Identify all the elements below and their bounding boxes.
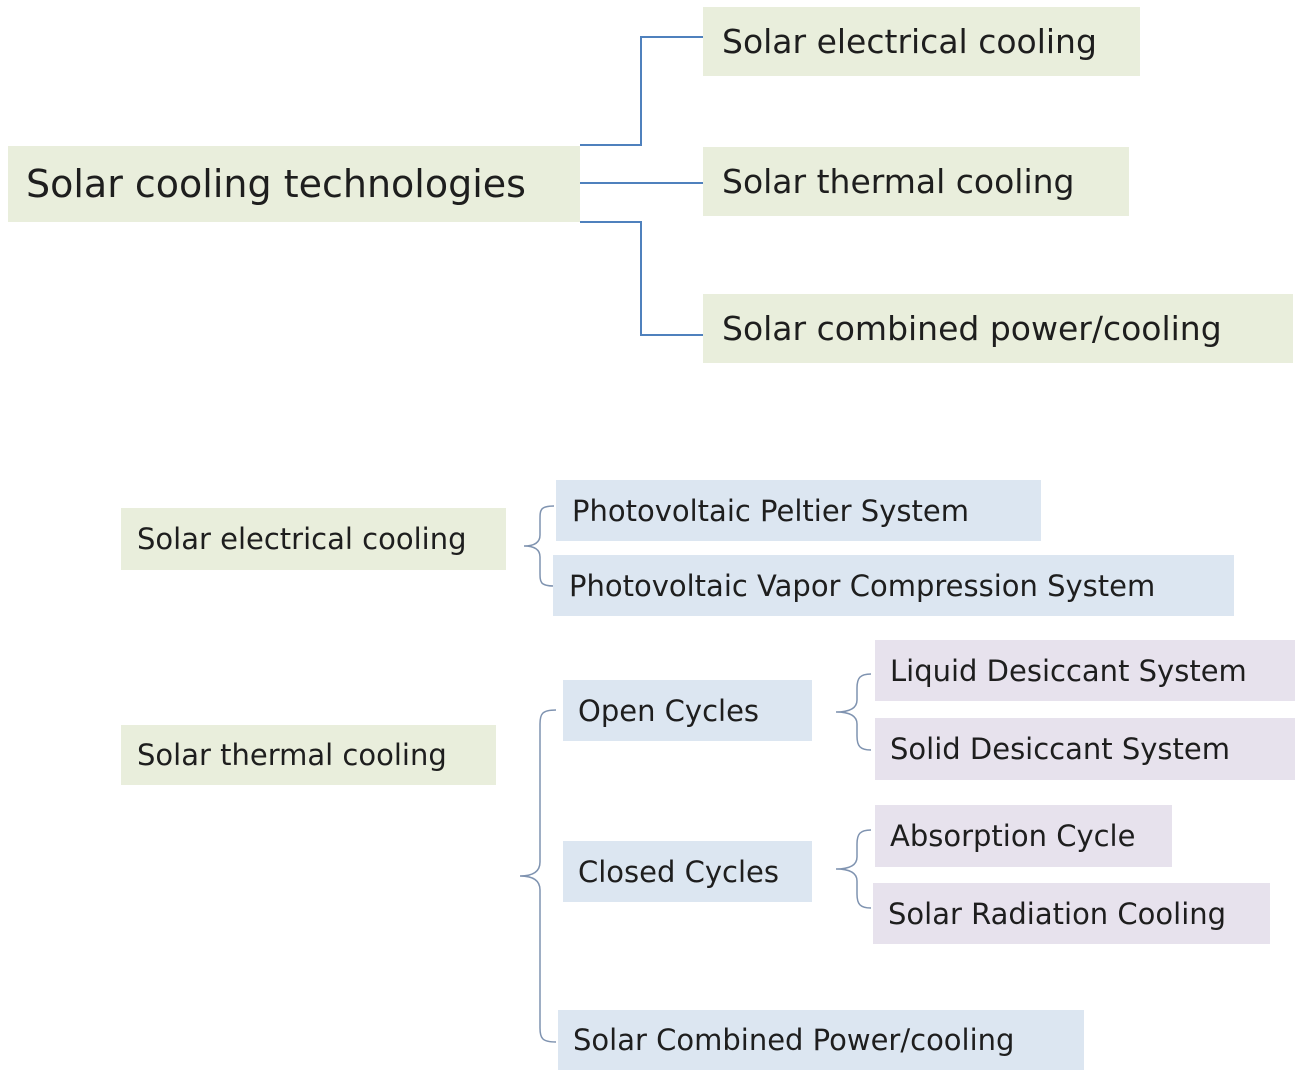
solid-desiccant-node: Solid Desiccant System — [875, 718, 1295, 780]
root-label: Solar cooling technologies — [26, 162, 526, 206]
node-label: Solar Combined Power/cooling — [573, 1023, 1015, 1057]
root-node: Solar cooling technologies — [8, 146, 580, 222]
node-label: Photovoltaic Vapor Compression System — [569, 568, 1156, 603]
node-label: Solid Desiccant System — [890, 732, 1230, 766]
brace-electrical — [523, 505, 555, 587]
electrical-node: Solar electrical cooling — [121, 508, 506, 570]
node-label: Solar electrical cooling — [722, 22, 1097, 61]
node-label: Solar thermal cooling — [722, 162, 1075, 201]
node-label: Open Cycles — [578, 693, 760, 728]
brace-thermal — [519, 709, 557, 1043]
absorption-cycle-node: Absorption Cycle — [875, 805, 1172, 867]
node-label: Solar Radiation Cooling — [888, 896, 1227, 931]
bottom-connectors — [519, 505, 872, 1043]
node-label: Closed Cycles — [578, 854, 779, 889]
node-solar-electrical-cooling: Solar electrical cooling — [703, 7, 1140, 76]
brace-closed — [835, 829, 872, 909]
top-connectors — [580, 36, 703, 336]
node-label: Solar thermal cooling — [137, 738, 447, 772]
node-solar-thermal-cooling: Solar thermal cooling — [703, 147, 1129, 216]
brace-open — [835, 673, 872, 751]
connector-root-combined — [580, 221, 703, 336]
node-label: Solar combined power/cooling — [722, 309, 1222, 348]
liquid-desiccant-node: Liquid Desiccant System — [875, 640, 1295, 701]
open-cycles-node: Open Cycles — [563, 680, 812, 741]
node-label: Liquid Desiccant System — [890, 653, 1247, 688]
node-label: Solar electrical cooling — [137, 522, 467, 556]
thermal-node: Solar thermal cooling — [121, 725, 496, 785]
node-solar-combined-power-cooling: Solar combined power/cooling — [703, 294, 1293, 363]
connector-root-electrical — [580, 36, 703, 146]
photovoltaic-peltier-node: Photovoltaic Peltier System — [556, 480, 1041, 541]
node-label: Photovoltaic Peltier System — [572, 493, 969, 528]
photovoltaic-vapor-compression-node: Photovoltaic Vapor Compression System — [553, 555, 1234, 616]
solar-radiation-cooling-node: Solar Radiation Cooling — [873, 883, 1270, 944]
solar-combined-power-cooling-node: Solar Combined Power/cooling — [558, 1010, 1084, 1070]
closed-cycles-node: Closed Cycles — [563, 841, 812, 902]
node-label: Absorption Cycle — [890, 819, 1136, 853]
